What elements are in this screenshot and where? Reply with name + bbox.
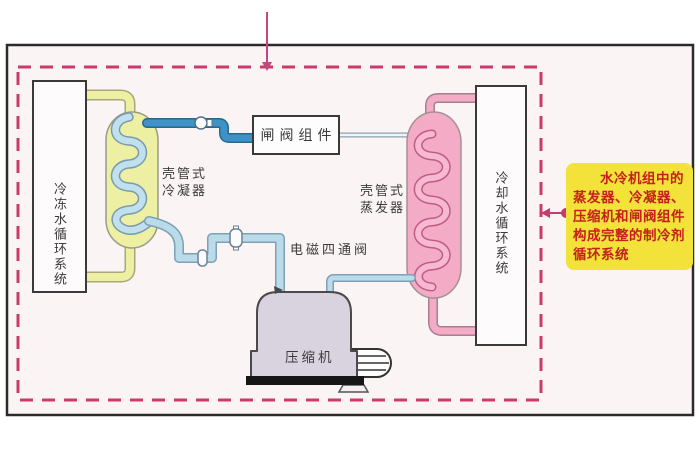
evaporator-label: 壳管式 蒸发器 [360, 183, 406, 215]
annotation-callout: 水冷机组中的蒸发器、冷凝器、压缩机和闸阀组件构成完整的制冷剂循环系统 [566, 163, 693, 270]
compressor-foot [337, 384, 370, 393]
evaporator-to-compressor-pipe [326, 274, 416, 295]
condenser-label: 壳管式 冷凝器 [162, 166, 208, 198]
gate-valve-assembly-box: 闸阀组件 [252, 115, 340, 155]
compressor-base [246, 376, 364, 385]
compressor-label: 压缩机 [285, 350, 335, 365]
pipe-flow-arrow [274, 286, 283, 294]
condenser-to-gate-valve-pipe [142, 118, 259, 143]
refrigerant-circuit-boundary [16, 65, 543, 402]
four-way-valve-label: 电磁四通阀 [290, 242, 371, 257]
condenser-water-pipes [79, 89, 136, 283]
pipe-union-valve-top [194, 116, 213, 130]
compressor-motor [350, 348, 392, 378]
evaporator-water-pipes [425, 93, 482, 336]
cooling-water-system-label: 冷却水循环系统 [493, 171, 509, 276]
pipe-union-valve-small [197, 249, 208, 267]
cooling-water-system-box: 冷却水循环系统 [475, 85, 527, 346]
chilled-water-system-box: 冷冻水循环系统 [32, 80, 87, 293]
compressor-body [250, 291, 358, 378]
gate-valve-assembly-label: 闸阀组件 [260, 127, 337, 143]
evaporator-coil [413, 129, 451, 292]
fourway-valve-pipe [144, 216, 285, 296]
top-pointer-arrow [262, 12, 272, 71]
chilled-water-system-label: 冷冻水循环系统 [52, 182, 67, 287]
pipe-union-valve-large [229, 225, 243, 251]
condenser-coil [110, 112, 154, 235]
